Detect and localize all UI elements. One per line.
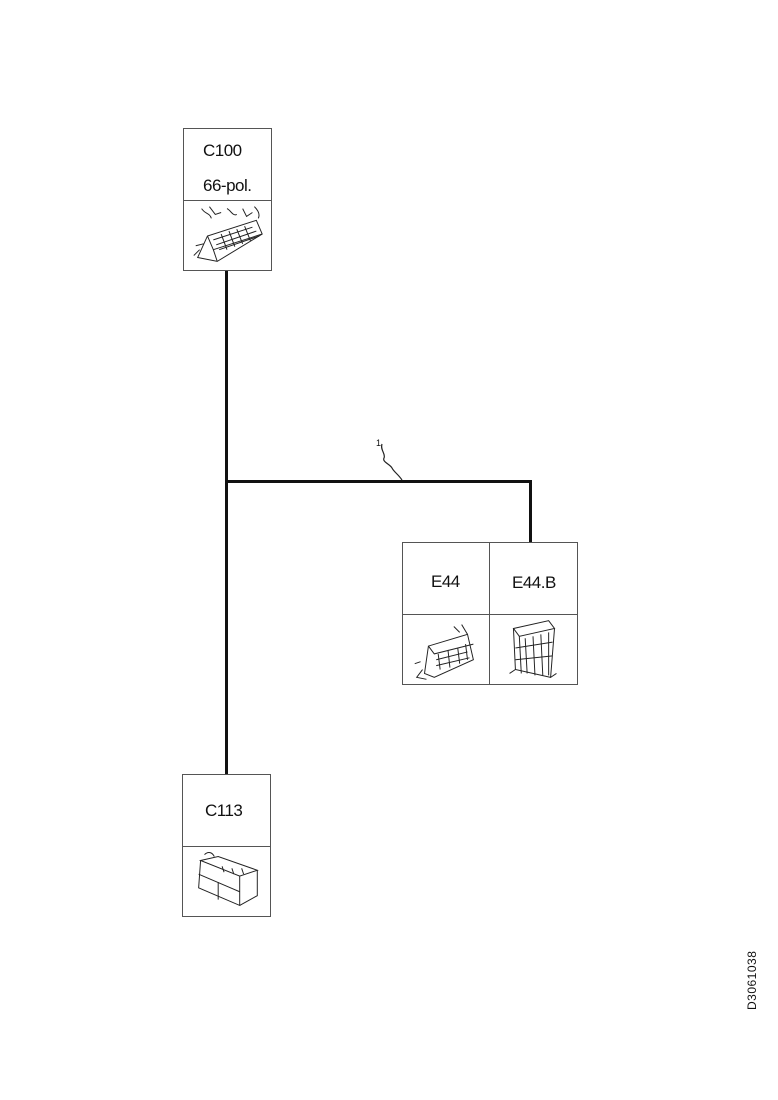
connector-c113-image (183, 846, 270, 916)
connector-c113: C113 (182, 774, 271, 917)
connector-e44-label-cell: E44 (403, 543, 490, 615)
connector-c113-label-cell: C113 (183, 775, 270, 847)
wire-trunk (225, 270, 228, 776)
connector-e44b: E44.B (489, 542, 578, 685)
connector-c100: C100 66-pol. (183, 128, 272, 271)
connector-e44-image (403, 614, 490, 684)
connector-c100-description: 66-pol. (203, 176, 252, 195)
connector-e44-illustration (414, 624, 474, 680)
connector-c100-label-cell: C100 66-pol. (184, 129, 271, 201)
connector-e44b-id: E44.B (512, 573, 556, 592)
harness-marker-squiggle (380, 443, 403, 481)
wire-branch (227, 480, 532, 483)
connector-e44: E44 (402, 542, 491, 685)
harness-marker-label: 1 (376, 438, 382, 448)
connector-e44b-image (490, 614, 577, 684)
connector-e44b-illustration (509, 620, 557, 678)
connector-c100-image (184, 200, 271, 270)
wire-branch-drop (529, 480, 532, 543)
connector-c100-illustration (193, 206, 263, 262)
connector-c113-illustration (198, 851, 259, 907)
connector-c100-id: C100 (203, 141, 242, 160)
connector-e44b-label-cell: E44.B (490, 543, 577, 615)
connector-e44-id: E44 (431, 572, 460, 591)
connector-c113-id: C113 (205, 801, 243, 820)
drawing-id: D3061038 (745, 950, 759, 1010)
